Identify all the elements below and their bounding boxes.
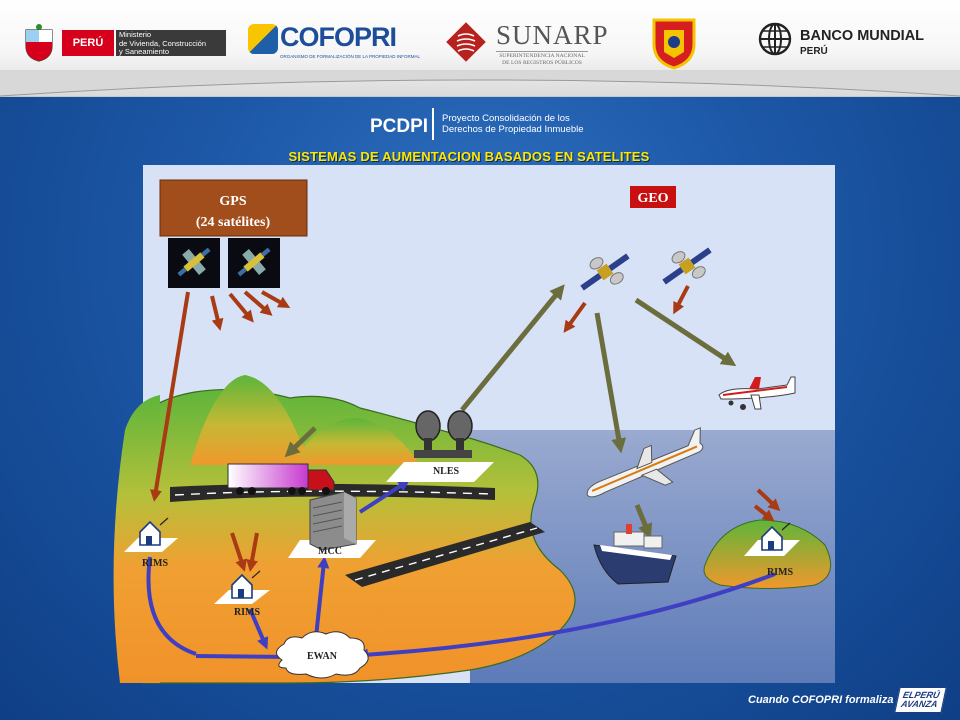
runway-dashes <box>354 527 538 581</box>
jet-airliner-icon <box>586 427 704 498</box>
ewan-label: EWAN <box>307 651 338 662</box>
geo-box <box>630 186 676 208</box>
peru-badge: PERÚ <box>62 30 114 56</box>
peru-coat-of-arms-icon <box>25 24 53 62</box>
ministry-logo: PERÚ Ministerio de Vivienda, Construcció… <box>22 18 226 68</box>
rims-right-label: RIMS <box>767 567 794 578</box>
project-acronym: PCDPI <box>370 116 429 137</box>
rims-center-icon <box>214 570 270 604</box>
gps-satellite-2 <box>228 238 280 288</box>
small-plane-icon <box>718 376 796 410</box>
footer-tagline: Cuando COFOPRI formaliza ELPERÚ AVANZA <box>748 687 947 713</box>
project-name: Proyecto Consolidación de los Derechos d… <box>442 113 584 135</box>
sunarp-subtitle: SUPERINTENDENCIA NACIONAL DE LOS REGISTR… <box>499 53 585 66</box>
world-bank-logo: BANCO MUNDIAL PERÚ <box>758 18 938 68</box>
cofopri-name: COFOPRI <box>280 22 397 52</box>
nles-label: NLES <box>433 466 460 477</box>
truck-icon <box>227 463 335 495</box>
geo-satellite-2-icon <box>662 247 712 285</box>
rims-center-label: RIMS <box>234 607 261 618</box>
slide-title: SISTEMAS DE AUMENTACION BASADOS EN SATEL… <box>288 149 650 164</box>
mcc-building-icon <box>288 491 376 558</box>
nles-antenna-icon <box>386 410 494 482</box>
gps-label-line2: (24 satélites) <box>196 215 271 230</box>
ground-network-arrows <box>146 479 776 661</box>
runway <box>345 522 545 587</box>
cofopri-mark-icon <box>248 24 278 54</box>
geo-link-arrows <box>284 284 737 539</box>
project-divider <box>432 108 434 140</box>
sunarp-name: SUNARP <box>496 20 609 50</box>
footer-badge: ELPERÚ AVANZA <box>894 687 947 713</box>
world-bank-country: PERÚ <box>800 46 828 57</box>
mcc-label: MCC <box>318 546 342 557</box>
sunarp-logo: SUNARP SUPERINTENDENCIA NACIONAL DE LOS … <box>444 18 608 68</box>
rims-right-icon <box>744 522 800 556</box>
footer-text: Cuando COFOPRI formaliza <box>748 694 894 706</box>
rims-left-icon <box>124 517 178 552</box>
ewan-cloud-icon <box>276 631 369 679</box>
geo-satellite-1-icon <box>580 253 630 291</box>
rims-left-label: RIMS <box>142 558 169 569</box>
geo-label: GEO <box>637 191 668 206</box>
left-land-edge <box>113 395 160 683</box>
world-bank-name: BANCO MUNDIAL <box>800 28 925 44</box>
highway-dashes <box>174 490 493 496</box>
gps-signal-arrows <box>150 285 781 572</box>
cofopri-subtitle: ORGANISMO DE FORMALIZACIÓN DE LA PROPIED… <box>280 54 421 59</box>
globe-icon <box>758 22 792 56</box>
gps-satellite-1 <box>168 238 220 288</box>
ign-shield-icon <box>652 18 696 70</box>
gps-box <box>159 179 308 237</box>
sunarp-mark-icon <box>446 22 486 62</box>
gps-label-line1: GPS <box>219 194 246 209</box>
ministry-name: Ministerio de Vivienda, Construcción y S… <box>116 30 226 56</box>
ship-icon <box>593 524 677 585</box>
cofopri-logo: COFOPRI ORGANISMO DE FORMALIZACIÓN DE LA… <box>248 18 420 68</box>
hill-right <box>290 418 420 465</box>
header-swoosh <box>0 70 960 97</box>
sunarp-divider <box>496 51 588 52</box>
